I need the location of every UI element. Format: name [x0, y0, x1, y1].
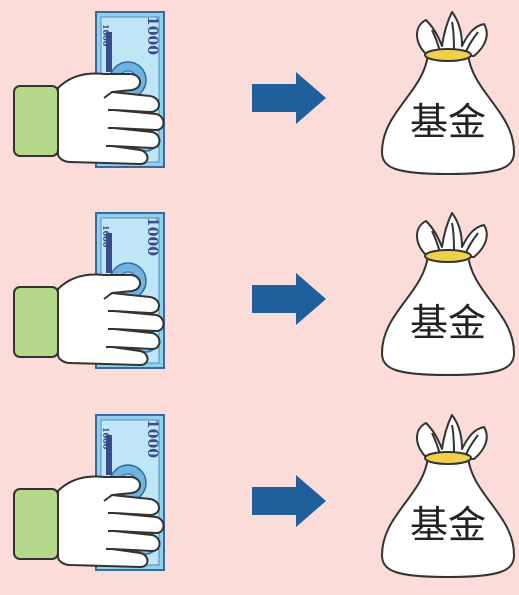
money-bag-icon: [381, 11, 515, 175]
fund-illustration: 1000 1000: [0, 2, 519, 578]
bag-label: 基金: [409, 100, 486, 144]
row-graphics: 1000 1000: [13, 212, 515, 376]
arrow-right-icon: [252, 72, 326, 124]
bag-label: 基金: [409, 503, 486, 547]
hand-icon: [57, 273, 165, 366]
svg-text:1000: 1000: [101, 427, 111, 450]
bag-tie: [424, 249, 472, 263]
fund-row: 1000 1000: [0, 2, 519, 192]
bag-label: 基金: [409, 301, 486, 345]
bag-tie: [424, 451, 472, 465]
arrow-right-icon: [252, 273, 326, 325]
banknote-value: 1000: [144, 419, 160, 458]
row-graphics: 1000 1000: [13, 414, 515, 578]
banknote-value: 1000: [144, 217, 160, 256]
arrow-right-icon: [252, 475, 326, 527]
banknote-value: 1000: [144, 16, 160, 55]
bag-tie: [424, 48, 472, 62]
sleeve-cuff: [13, 85, 59, 157]
hand-icon: [57, 475, 165, 568]
fund-row: 1000 1000: [0, 203, 519, 393]
money-bag-icon: [381, 212, 515, 376]
sleeve-cuff: [13, 286, 59, 358]
fund-row: 1000 1000: [0, 405, 519, 595]
sleeve-cuff: [13, 488, 59, 560]
money-bag-icon: [381, 414, 515, 578]
row-graphics: 1000 1000: [13, 11, 515, 175]
svg-text:1000: 1000: [101, 24, 111, 47]
hand-icon: [57, 72, 165, 165]
svg-text:1000: 1000: [101, 225, 111, 248]
